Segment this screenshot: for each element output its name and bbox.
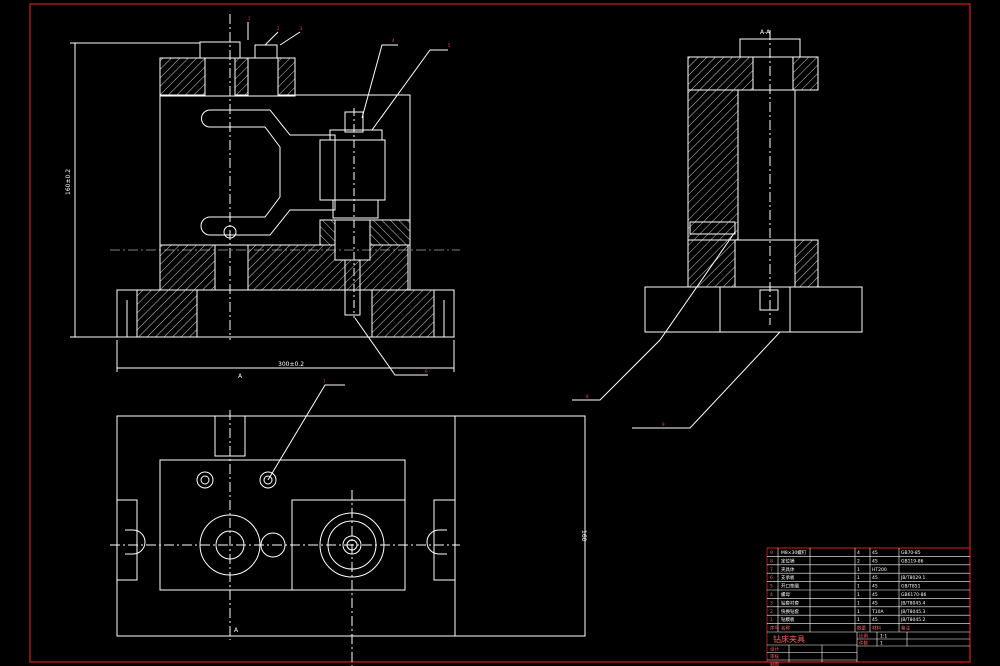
bom-cell-std: JB/T8045.3 [900,609,926,615]
bom-cell-no: 7 [770,567,773,573]
callout-label: 6 [425,369,428,374]
bom-header-qty: 数量 [857,625,866,632]
sheet-value: 1 [880,641,883,647]
side-view-a-a [572,30,863,429]
bom-cell-mat: 45 [872,617,878,623]
scale-label: 比例 [859,633,868,640]
bom-cell-mat: 45 [872,550,878,556]
bom-cell-no: 3 [770,600,773,606]
bom-cell-std: GB70-85 [901,550,921,556]
bom-cell-std: GB119-86 [901,558,924,564]
callout-label: 7 [323,379,326,384]
drawing-border [29,3,971,663]
section-label: A-A [760,29,771,36]
sheet-label: 件数 [859,640,868,647]
front-view [70,14,460,376]
bom-cell-name: 定位销 [781,557,795,564]
bom-cell-qty: 1 [857,575,860,581]
callout-label: 3 [300,26,303,31]
bom-cell-mat: 45 [872,584,878,590]
dim-width-label: 300±0.2 [278,361,304,368]
bom-cell-name: M8×30螺钉 [781,549,807,556]
bom-header-no: 序号 [770,625,779,632]
title-row-label: 设计 [770,646,779,653]
bom-cell-std: JB/T8045.2 [900,617,926,623]
bom-cell-qty: 1 [857,592,860,598]
bom-cell-name: 开口垫圈 [781,583,799,590]
plan-view [110,384,586,666]
bom-cell-qty: 4 [857,550,860,556]
bom-cell-mat: 45 [872,600,878,606]
callout-label: 2 [277,26,280,31]
dim-height-label: 160±0.2 [65,169,72,195]
bom-cell-name: 夹具体 [781,566,795,573]
bom-header-mat: 材料 [872,625,881,632]
bom-cell-mat: 45 [872,575,878,581]
bom-cell-qty: 1 [857,567,860,573]
bom-cell-name: 钻模板 [781,616,795,623]
callout-label: 8 [586,394,589,399]
bom-cell-name: 钻套衬套 [781,599,799,606]
bom-cell-no: 6 [770,575,773,581]
callout-label: 1 [248,16,251,21]
section-marker-bottom: A [234,627,239,634]
bom-header-std: 备注 [901,625,910,632]
scale-value: 1:1 [880,634,887,640]
bom-cell-no: 2 [770,609,773,615]
bom-cell-qty: 1 [857,584,860,590]
bom-cell-no: 1 [770,617,773,623]
bom-cell-name: 螺母 [781,591,790,598]
bom-cell-no: 4 [770,592,773,598]
bom-cell-name: 快换钻套 [781,608,799,615]
bom-cell-no: 8 [770,558,773,564]
callout-label: 4 [392,38,395,43]
bom-cell-std: JB/T8029.1 [900,575,926,581]
bom-cell-mat: HT200 [872,567,887,573]
bom-cell-mat: 45 [872,558,878,564]
title-row-label: 审核 [770,653,779,660]
bom-cell-name: 支承板 [781,574,795,581]
bom-cell-std: GB6170-86 [901,592,927,598]
title-block [766,547,971,663]
bom-cell-qty: 2 [857,558,860,564]
bom-cell-mat: 45 [872,592,878,598]
bom-cell-std: JB/T8045.4 [900,600,926,606]
callout-label: 9 [662,422,665,427]
bom-cell-qty: 1 [857,609,860,615]
title-row-label: 制图 [770,661,779,666]
bom-cell-qty: 1 [857,600,860,606]
bom-cell-no: 9 [770,550,773,556]
drawing-title: 钻床夹具 [773,634,805,644]
section-marker-top: A [238,373,243,380]
bom-cell-no: 5 [770,584,773,590]
callout-label: 5 [448,43,451,48]
bom-cell-qty: 1 [857,617,860,623]
bom-cell-std: GB/T851 [901,584,921,590]
bom-cell-mat: T10A [871,609,884,615]
dim-plan-label: 160 [580,530,587,542]
bom-header-name: 名称 [781,625,790,632]
